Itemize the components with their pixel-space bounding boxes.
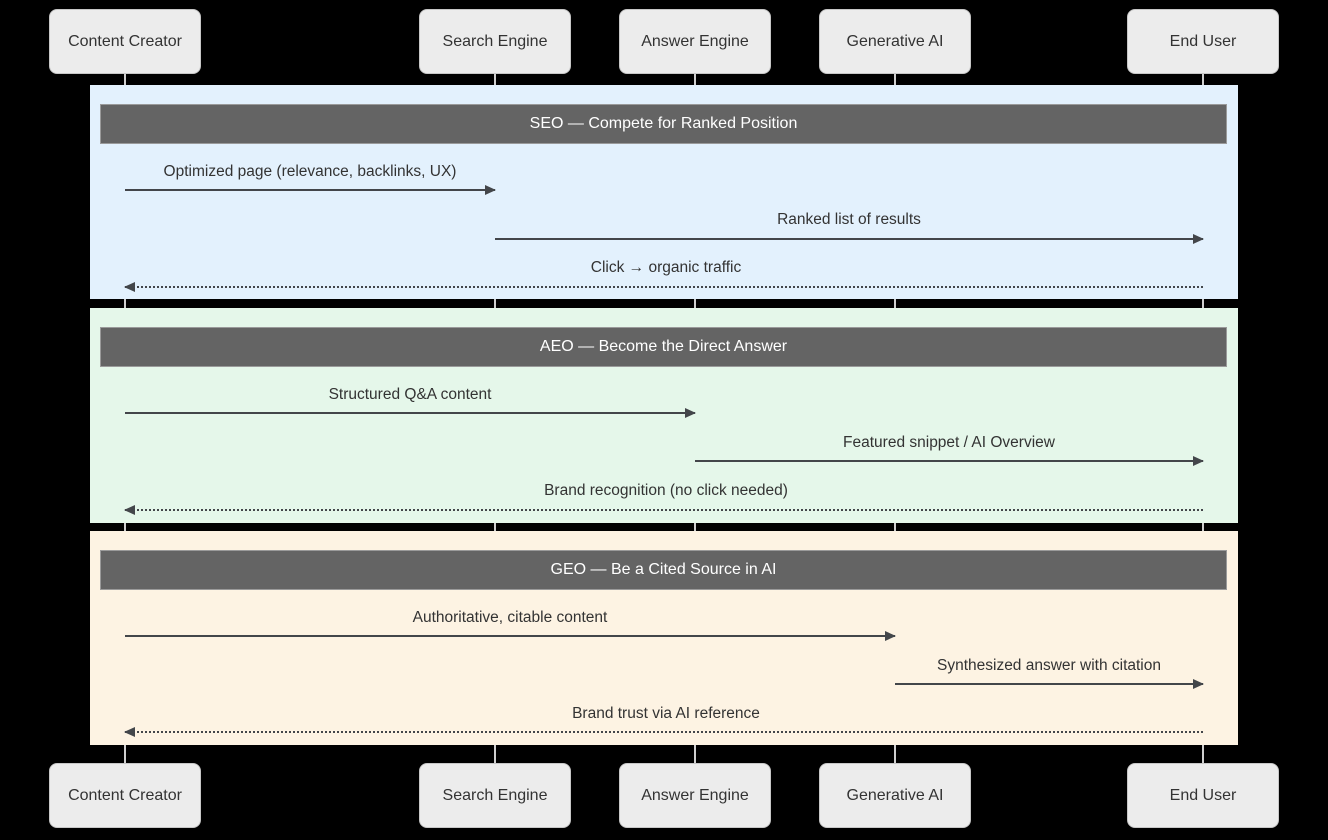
message-label-seo-1: Optimized page (relevance, backlinks, UX… <box>163 163 457 180</box>
message-arrow-geo-3 <box>124 727 1203 737</box>
message-label-aeo-3: Brand recognition (no click needed) <box>544 482 788 499</box>
actor-label: End User <box>1169 786 1237 804</box>
actor-box-search-engine-top: Search Engine <box>419 9 571 74</box>
actor-box-generative-ai-bottom: Generative AI <box>819 763 971 828</box>
message-label-geo-1: Authoritative, citable content <box>412 609 608 626</box>
actor-label: Search Engine <box>442 786 548 804</box>
actor-box-end-user-bottom: End User <box>1127 763 1279 828</box>
message-arrow-seo-3 <box>124 282 1203 292</box>
message-arrow-seo-2 <box>495 234 1204 244</box>
message-arrow-seo-1 <box>125 185 496 195</box>
actor-label: End User <box>1169 32 1237 50</box>
message-arrow-aeo-1 <box>125 408 696 418</box>
message-label-seo-2: Ranked list of results <box>777 211 921 228</box>
message-label-geo-3: Brand trust via AI reference <box>572 705 760 722</box>
actor-box-end-user-top: End User <box>1127 9 1279 74</box>
actor-box-content-creator-top: Content Creator <box>49 9 201 74</box>
message-label-seo-3: Click → organic traffic <box>590 259 742 276</box>
message-label-aeo-2: Featured snippet / AI Overview <box>843 434 1055 451</box>
actor-label: Answer Engine <box>641 32 749 50</box>
band-title-geo: GEO — Be a Cited Source in AI <box>100 550 1227 590</box>
actor-label: Answer Engine <box>641 786 749 804</box>
actor-label: Generative AI <box>846 32 944 50</box>
actor-box-answer-engine-top: Answer Engine <box>619 9 771 74</box>
message-arrow-geo-1 <box>125 631 896 641</box>
actor-label: Generative AI <box>846 786 944 804</box>
message-arrow-geo-2 <box>895 679 1204 689</box>
message-label-aeo-1: Structured Q&A content <box>328 386 492 403</box>
message-arrow-aeo-2 <box>695 456 1204 466</box>
message-arrow-aeo-3 <box>124 505 1203 515</box>
band-title-aeo: AEO — Become the Direct Answer <box>100 327 1227 367</box>
actor-box-generative-ai-top: Generative AI <box>819 9 971 74</box>
actor-box-content-creator-bottom: Content Creator <box>49 763 201 828</box>
actor-label: Content Creator <box>68 32 182 50</box>
band-title-seo: SEO — Compete for Ranked Position <box>100 104 1227 144</box>
message-label-geo-2: Synthesized answer with citation <box>936 657 1162 674</box>
actor-box-search-engine-bottom: Search Engine <box>419 763 571 828</box>
actor-label: Content Creator <box>68 786 182 804</box>
actor-box-answer-engine-bottom: Answer Engine <box>619 763 771 828</box>
actor-label: Search Engine <box>442 32 548 50</box>
